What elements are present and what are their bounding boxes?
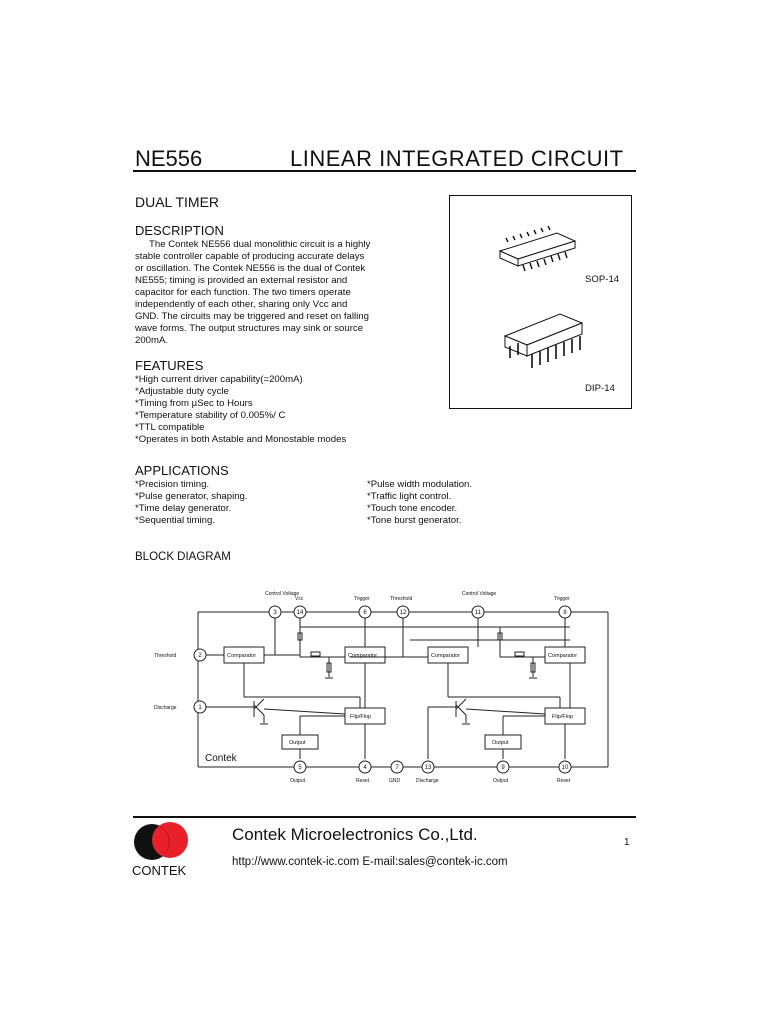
company-name: Contek Microelectronics Co.,Ltd.: [232, 825, 478, 844]
pin-number: 10: [562, 765, 569, 771]
pin-label-output: Output: [493, 778, 509, 784]
applications-list-right: *Pulse width modulation. *Traffic light …: [367, 479, 472, 527]
pin-number: 11: [475, 610, 482, 616]
description-line: NE555; timing is provided an external re…: [135, 275, 348, 286]
pin-label-discharge: Discharge: [416, 778, 439, 784]
description-line: or oscillation. The Contek NE556 is the …: [135, 263, 366, 274]
pin-number: 8: [563, 610, 567, 616]
package-box: SOP-14 DIP-14: [449, 195, 632, 409]
sop14-label: SOP-14: [585, 274, 620, 285]
block-diagram-heading: BLOCK DIAGRAM: [135, 551, 231, 563]
diagram-brand-label: Contek: [205, 753, 238, 764]
pin-number: 3: [273, 610, 277, 616]
description-line: The Contek NE556 dual monolithic circuit…: [149, 239, 371, 250]
pin-label-reset: Reset: [356, 778, 370, 784]
footer-rule: [133, 816, 636, 818]
page-number: 1: [624, 837, 630, 848]
features-list: *High current driver capability(=200mA) …: [135, 374, 346, 446]
feature-item: *Operates in both Astable and Monostable…: [135, 434, 347, 445]
comparator-label: Comparator: [348, 653, 377, 659]
description-line: GND. The circuits may be triggered and r…: [135, 311, 369, 322]
description-text: The Contek NE556 dual monolithic circuit…: [135, 239, 435, 347]
document-title: LINEAR INTEGRATED CIRCUIT: [290, 146, 624, 171]
block-diagram-svg: Comparator Comparator Comparator Compara…: [154, 591, 609, 784]
pin-label-threshold: Threshold: [390, 596, 412, 602]
flipflop-label: Flip/Flop: [552, 714, 573, 720]
description-line: independently of each other, sharing onl…: [135, 299, 348, 310]
pin-number: 7: [395, 765, 399, 771]
application-item: *Precision timing.: [135, 479, 210, 490]
pin-label-trigger: Trigger: [554, 596, 570, 602]
pin-number: 13: [425, 765, 432, 771]
description-line: wave forms. The output structures may si…: [135, 323, 364, 334]
description-line: capacitor for each function. The two tim…: [135, 287, 351, 298]
application-item: *Pulse width modulation.: [367, 479, 473, 490]
comparator-label: Comparator: [548, 653, 577, 659]
application-item: *Time delay generator.: [135, 503, 232, 514]
pin-number: 12: [400, 610, 407, 616]
pin-number: 1: [198, 705, 202, 711]
comparator-label: Comparator: [227, 653, 256, 659]
pin-number: 6: [363, 610, 367, 616]
package-illustrations: [498, 225, 584, 368]
pin-label-gnd: GND: [389, 778, 401, 784]
pin-number: 4: [363, 765, 367, 771]
contek-logo-mark: [134, 822, 188, 860]
contact-line[interactable]: http://www.contek-ic.com E-mail:sales@co…: [232, 856, 508, 868]
pin-number: 2: [198, 653, 202, 659]
comparator-label: Comparator: [431, 653, 460, 659]
feature-item: *High current driver capability(=200mA): [135, 374, 303, 385]
pin-label-trigger: Trigger: [354, 596, 370, 602]
logo-wordmark: CONTEK: [132, 863, 187, 878]
header-rule: [133, 170, 636, 172]
applications-heading: APPLICATIONS: [135, 463, 229, 478]
dip14-label: DIP-14: [585, 383, 615, 394]
application-item: *Traffic light control.: [367, 491, 452, 502]
feature-item: *Timing from µSec to Hours: [135, 398, 253, 409]
pin-number: 5: [298, 765, 302, 771]
block-diagram: Comparator Comparator Comparator Compara…: [150, 585, 620, 795]
pin-label-control-voltage: Control Voltage: [265, 591, 299, 597]
pin-label-control-voltage: Control Voltage: [462, 591, 496, 597]
pin-label-output: Output: [290, 778, 306, 784]
pin-label-threshold: Threshold: [154, 653, 176, 659]
contek-logo: [132, 822, 192, 862]
description-line: 200mA.: [135, 335, 169, 346]
application-item: *Pulse generator, shaping.: [135, 491, 248, 502]
feature-item: *Adjustable duty cycle: [135, 386, 229, 397]
pin-number: 9: [501, 765, 505, 771]
sop14-chip-icon: [498, 225, 577, 272]
application-item: *Touch tone encoder.: [367, 503, 458, 514]
application-item: *Tone burst generator.: [367, 515, 462, 526]
applications-list-left: *Precision timing. *Pulse generator, sha…: [135, 479, 248, 527]
feature-item: *Temperature stability of 0.005%/ C: [135, 410, 286, 421]
description-heading: DESCRIPTION: [135, 223, 224, 238]
flipflop-label: Flip/Flop: [350, 714, 371, 720]
features-heading: FEATURES: [135, 358, 204, 373]
pin-label-reset: Reset: [557, 778, 571, 784]
part-number: NE556: [135, 146, 203, 171]
pin-number: 14: [297, 610, 304, 616]
dip14-chip-icon: [503, 313, 584, 368]
output-block-label: Output: [289, 740, 306, 746]
application-item: *Sequential timing.: [135, 515, 215, 526]
description-line: stable controller capable of producing a…: [135, 251, 365, 262]
subtitle: DUAL TIMER: [135, 194, 220, 210]
output-block-label: Output: [492, 740, 509, 746]
pin-label-discharge: Discharge: [154, 705, 177, 711]
pin-label-vcc: Vcc: [295, 596, 304, 602]
feature-item: *TTL compatible: [135, 422, 205, 433]
